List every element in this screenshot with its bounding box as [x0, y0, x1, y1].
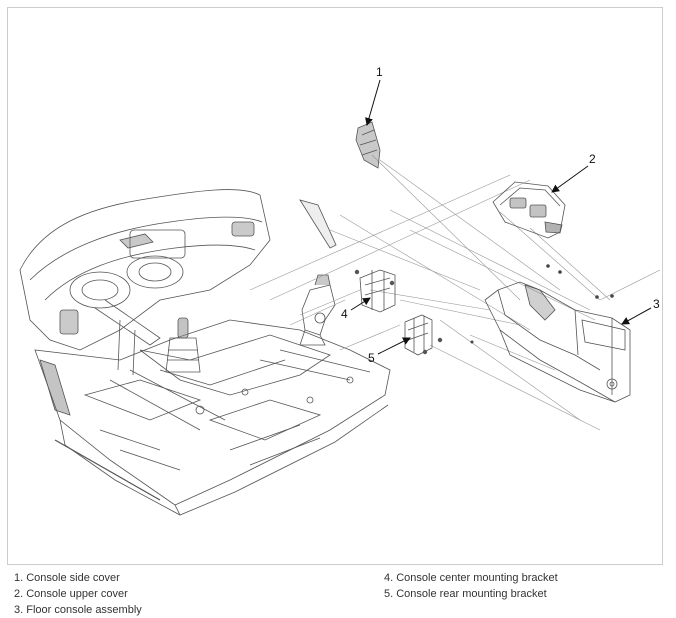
- legend-column-left: 1. Console side cover 2. Console upper c…: [14, 570, 142, 618]
- shifter-mechanism: [299, 274, 336, 346]
- callout-4: 4: [341, 307, 348, 321]
- console-rear-mounting-bracket: [404, 314, 443, 356]
- callout-2: 2: [589, 152, 596, 166]
- console-side-cover: [355, 121, 381, 169]
- callout-3: 3: [653, 297, 660, 311]
- legend-column-right: 4. Console center mounting bracket 5. Co…: [384, 570, 558, 602]
- callout-5: 5: [368, 351, 375, 365]
- callout-arrows: [350, 79, 652, 355]
- trim-panel: [299, 199, 337, 249]
- alignment-lines: [249, 154, 661, 431]
- exploded-view-diagram: 1 2 3 4 5: [19, 65, 661, 516]
- floor-console-assembly: [484, 281, 631, 403]
- callout-1: 1: [376, 65, 383, 79]
- legend-item-console-rear-mounting-bracket: 5. Console rear mounting bracket: [384, 588, 547, 600]
- legend-item-console-center-mounting-bracket: 4. Console center mounting bracket: [384, 572, 558, 584]
- legend-item-console-side-cover: 1. Console side cover: [14, 572, 120, 584]
- legend-item-console-upper-cover: 2. Console upper cover: [14, 588, 128, 600]
- console-upper-cover: [492, 181, 566, 239]
- fasteners: [470, 264, 614, 344]
- gear-shifter: [165, 317, 201, 373]
- legend-item-floor-console-assembly: 3. Floor console assembly: [14, 604, 142, 616]
- vehicle-floor-body: [19, 189, 391, 516]
